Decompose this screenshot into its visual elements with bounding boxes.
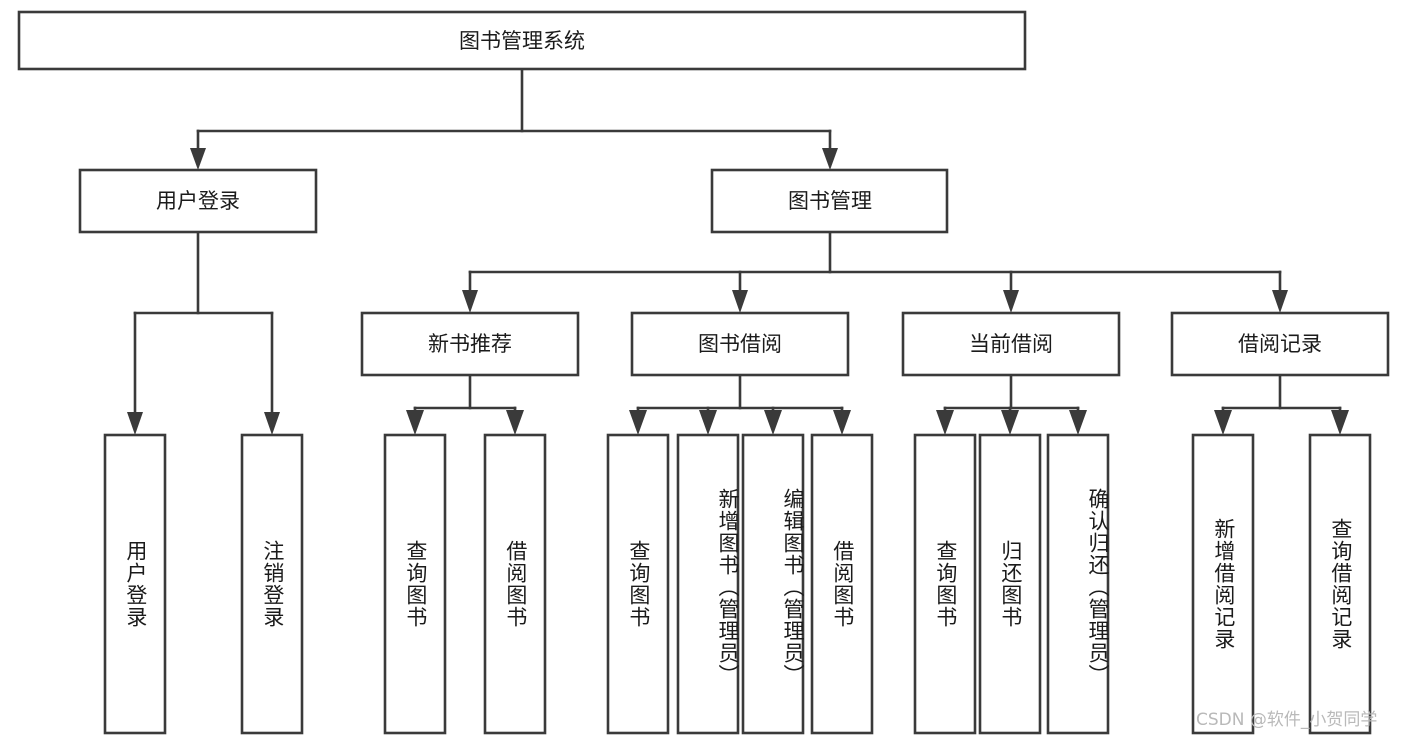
connector-group-root xyxy=(190,67,838,170)
node-book-borrow[interactable]: 图书借阅 xyxy=(630,311,850,377)
node-box-leaf-query-borrow-record[interactable] xyxy=(1308,433,1372,735)
connector-group-book-borrow xyxy=(629,373,851,435)
arrow-head-book-borrow xyxy=(732,290,748,313)
node-current-borrow[interactable]: 当前借阅 xyxy=(901,311,1121,377)
node-box-user-login[interactable] xyxy=(78,168,318,234)
arrow-head-leaf-add-borrow-record xyxy=(1214,410,1232,435)
node-borrow-record[interactable]: 借阅记录 xyxy=(1170,311,1390,377)
node-box-borrow-record[interactable] xyxy=(1170,311,1390,377)
arrow-head-leaf-query-book-2 xyxy=(629,410,647,435)
node-box-current-borrow[interactable] xyxy=(901,311,1121,377)
arrow-head-leaf-confirm-return xyxy=(1069,410,1087,435)
arrow-head-leaf-query-borrow-record xyxy=(1331,410,1349,435)
arrow-head-leaf-borrow-book-2 xyxy=(833,410,851,435)
arrow-head-leaf-return-book xyxy=(1001,410,1019,435)
node-label-user-login: 用户登录 xyxy=(156,189,240,213)
node-box-leaf-borrow-book-2[interactable] xyxy=(810,433,874,735)
node-box-leaf-query-book-1[interactable] xyxy=(383,433,447,735)
node-box-leaf-return-book[interactable] xyxy=(978,433,1042,735)
node-box-leaf-user-login[interactable] xyxy=(103,433,167,735)
node-box-leaf-query-book-2[interactable] xyxy=(606,433,670,735)
connector-group-book-management xyxy=(462,230,1288,313)
node-box-leaf-add-book[interactable] xyxy=(676,433,740,735)
arrow-head-user-login xyxy=(190,148,206,170)
node-box-book-borrow[interactable] xyxy=(630,311,850,377)
arrow-head-leaf-edit-book xyxy=(764,410,782,435)
connector-group-borrow-record xyxy=(1214,373,1349,435)
arrow-head-leaf-query-book-3 xyxy=(936,410,954,435)
node-book-management[interactable]: 图书管理 xyxy=(710,168,949,234)
node-label-current-borrow: 当前借阅 xyxy=(969,332,1053,356)
node-box-leaf-logout-login[interactable] xyxy=(240,433,304,735)
arrow-head-leaf-add-book xyxy=(699,410,717,435)
arrow-head-book-management xyxy=(822,148,838,170)
node-box-leaf-add-borrow-record[interactable] xyxy=(1191,433,1255,735)
arrow-head-leaf-user-login xyxy=(127,412,143,435)
connector-group-user-login xyxy=(127,230,280,435)
csdn-watermark: CSDN @软件_小贺同学 xyxy=(1196,710,1378,730)
node-box-leaf-confirm-return[interactable] xyxy=(1046,433,1110,735)
node-root[interactable]: 图书管理系统 xyxy=(17,10,1027,71)
node-label-book-borrow: 图书借阅 xyxy=(698,332,782,356)
node-label-borrow-record: 借阅记录 xyxy=(1238,332,1322,356)
arrow-head-leaf-borrow-book-1 xyxy=(506,410,524,435)
arrow-head-current-borrow xyxy=(1003,290,1019,313)
node-box-book-management[interactable] xyxy=(710,168,949,234)
node-label-new-book-recommend: 新书推荐 xyxy=(428,332,512,356)
node-box-root[interactable] xyxy=(17,10,1027,71)
node-box-leaf-borrow-book-1[interactable] xyxy=(483,433,547,735)
node-label-root: 图书管理系统 xyxy=(459,29,585,53)
node-label-book-management: 图书管理 xyxy=(788,189,872,213)
arrow-head-leaf-query-book-1 xyxy=(406,410,424,435)
node-box-leaf-query-book-3[interactable] xyxy=(913,433,977,735)
arrow-head-new-book-recommend xyxy=(462,290,478,313)
connector-group-new-book-recommend xyxy=(406,373,524,435)
node-new-book-recommend[interactable]: 新书推荐 xyxy=(360,311,580,377)
arrow-head-borrow-record xyxy=(1272,290,1288,313)
node-box-new-book-recommend[interactable] xyxy=(360,311,580,377)
connector-group-current-borrow xyxy=(936,373,1087,435)
node-user-login[interactable]: 用户登录 xyxy=(78,168,318,234)
arrow-head-leaf-logout-login xyxy=(264,412,280,435)
node-box-leaf-edit-book[interactable] xyxy=(741,433,805,735)
